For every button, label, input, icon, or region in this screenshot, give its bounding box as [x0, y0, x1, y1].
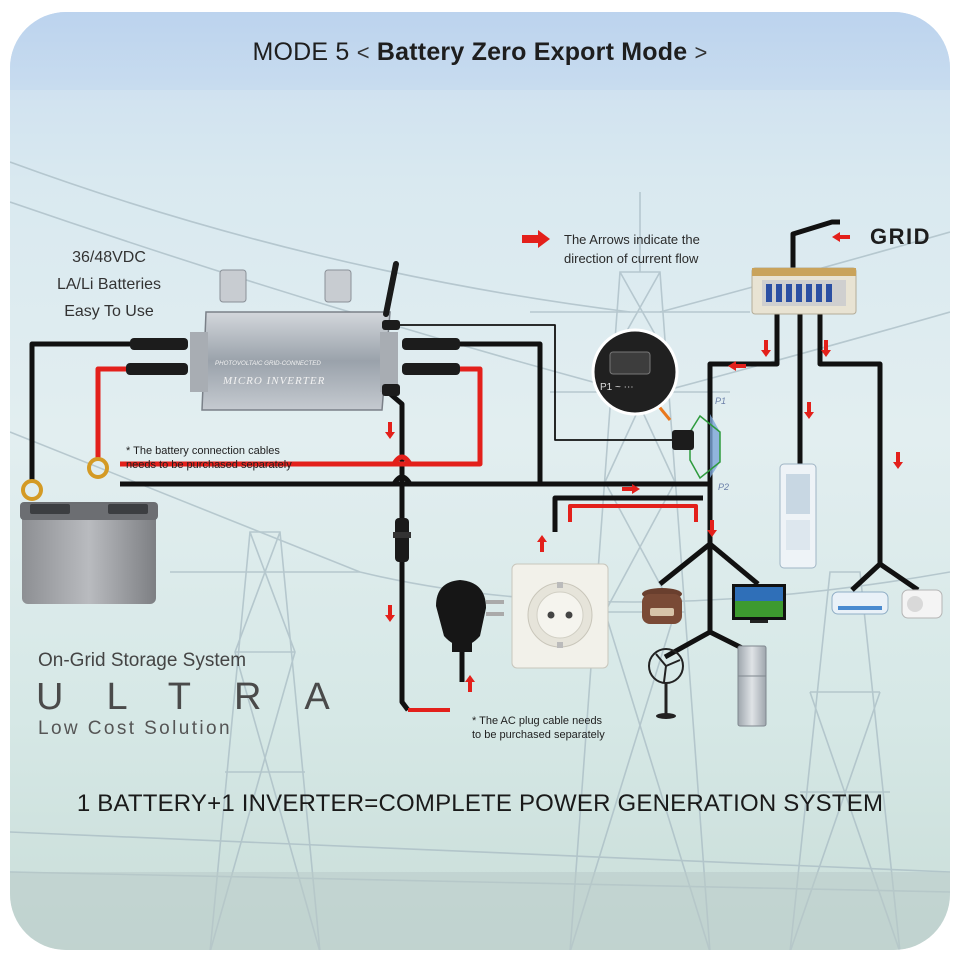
diagram-canvas: MODE 5 < Battery Zero Export Mode >	[10, 12, 950, 950]
arrow-legend: The Arrows indicate the direction of cur…	[564, 230, 764, 268]
title-mode: MODE 5	[252, 38, 350, 66]
system-tagline: 1 BATTERY+1 INVERTER=COMPLETE POWER GENE…	[76, 790, 884, 817]
arrow-down-icon	[804, 402, 814, 419]
arrow-down-icon	[385, 605, 395, 622]
title-mode-name: Battery Zero Export Mode	[376, 38, 688, 66]
arrow-down-icon	[385, 422, 395, 439]
title-close-bracket: >	[694, 40, 708, 65]
ct-clamp-icon	[648, 392, 721, 480]
battery-note-line1: * The battery connection cables	[126, 445, 280, 457]
battery-spec-voltage: 36/48VDC	[72, 249, 146, 266]
rice-cooker-icon	[642, 588, 682, 624]
arrow-down-icon	[893, 452, 903, 469]
pylon-background	[10, 161, 950, 950]
grid-label: GRID	[870, 224, 931, 249]
arrow-legend-line1: The Arrows indicate the	[564, 232, 700, 247]
ac-inline-connector	[393, 518, 411, 562]
wire-crossing	[391, 474, 413, 486]
inverter-brand-line1: PHOTOVOLTAIC GRID-CONNECTED	[215, 360, 321, 367]
red-wires	[95, 366, 698, 712]
ct-zoom-icon: P1 ~ ⋯	[591, 328, 679, 416]
brand-low-cost: Low Cost Solution	[38, 718, 232, 739]
wall-socket-icon	[511, 563, 609, 669]
battery-icon	[20, 457, 158, 604]
arrow-left-icon	[728, 361, 746, 371]
plug-note-line1: * The AC plug cable needs	[472, 715, 603, 727]
battery-spec-type: LA/Li Batteries	[56, 276, 162, 293]
ct-label-p2: P2	[718, 482, 730, 492]
micro-inverter-icon	[126, 269, 460, 411]
title-band	[10, 12, 950, 90]
arrow-up-icon	[465, 675, 475, 692]
wire-crossing	[391, 454, 413, 466]
antenna-icon	[383, 261, 399, 317]
ct-label-p1: P1	[715, 396, 727, 406]
arrow-right-icon	[622, 484, 640, 494]
tower-ac-icon	[779, 463, 817, 569]
arrow-legend-line2: direction of current flow	[564, 251, 699, 266]
fan-icon	[648, 648, 684, 719]
split-ac-icon	[831, 589, 943, 619]
plug-cable-note: * The AC plug cable needs to be purchase…	[472, 714, 662, 742]
brand-ultra: ULTRA	[36, 676, 373, 718]
battery-cable-note: * The battery connection cables needs to…	[126, 444, 386, 472]
arrow-down-icon	[761, 340, 771, 357]
inverter-brand-line2: MICRO INVERTER	[222, 375, 325, 387]
battery-spec-ease: Easy To Use	[64, 303, 154, 320]
page-title: MODE 5 < Battery Zero Export Mode >	[10, 38, 950, 67]
title-open-bracket: <	[356, 40, 370, 65]
tv-icon	[732, 584, 786, 623]
brand-storage-system: On-Grid Storage System	[38, 650, 247, 671]
legend-arrow-icon	[522, 230, 550, 248]
arrow-down-icon	[707, 520, 717, 537]
arrow-up-icon	[537, 535, 547, 552]
arrow-left-icon	[832, 232, 850, 242]
fridge-icon	[737, 645, 767, 727]
svg-text:P1 ~ ⋯: P1 ~ ⋯	[600, 382, 634, 393]
battery-note-line2: needs to be purchased separately	[126, 459, 292, 471]
ac-plug-icon	[436, 580, 504, 652]
battery-spec: 36/48VDC LA/Li Batteries Easy To Use	[34, 244, 184, 325]
breaker-box-icon	[751, 267, 857, 315]
wiring-diagram: PHOTOVOLTAIC GRID-CONNECTED MICRO INVERT…	[20, 219, 943, 727]
plug-note-line2: to be purchased separately	[472, 729, 605, 741]
arrow-down-icon	[821, 340, 831, 357]
flow-arrows	[385, 230, 903, 692]
